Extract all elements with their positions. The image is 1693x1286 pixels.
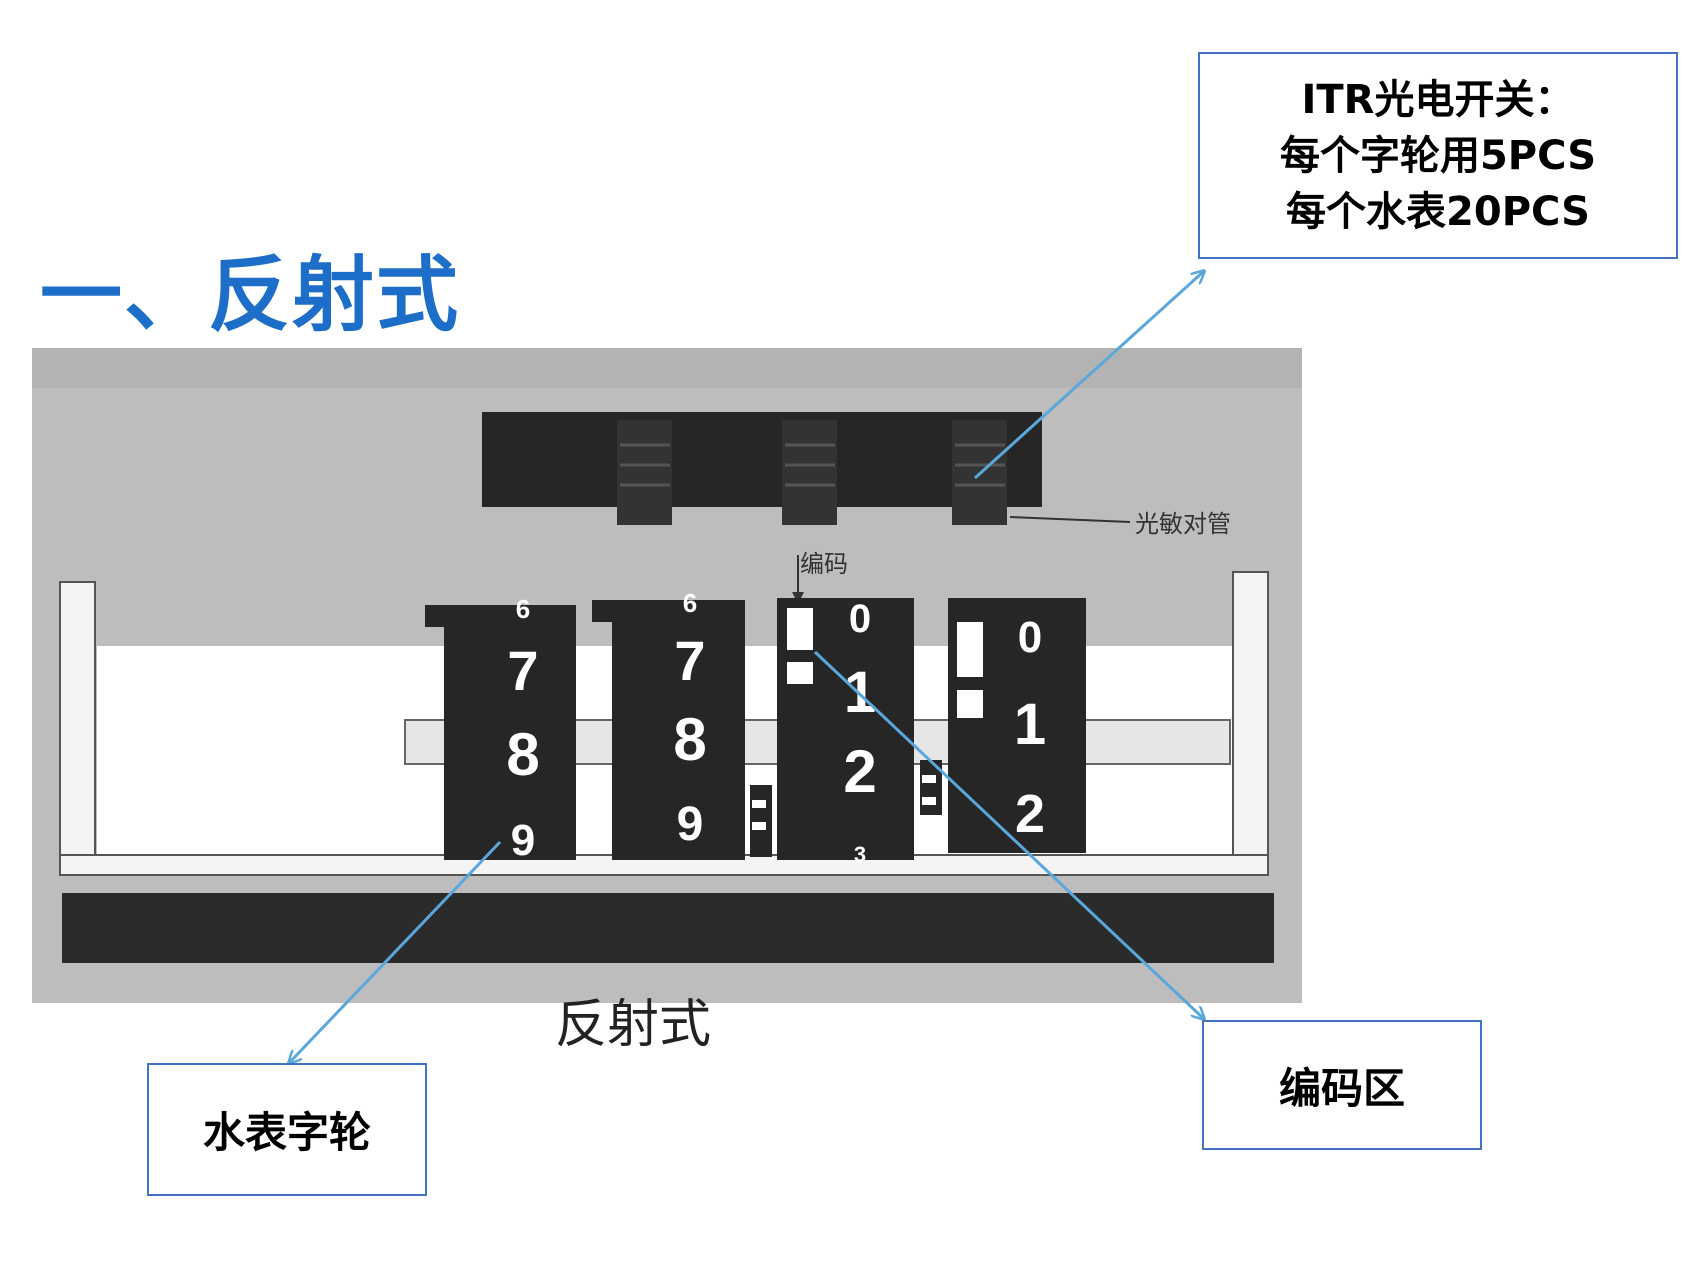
- tray-right-post: [1232, 571, 1269, 871]
- photosensor-label: 光敏对管: [1135, 510, 1231, 538]
- itr-callout-line-2: 每个字轮用5PCS: [1279, 132, 1597, 179]
- tray-left-post: [59, 581, 96, 871]
- wheel-1-digit-1: 6: [516, 594, 530, 624]
- code-mark-wheel4-b: [957, 690, 983, 718]
- photo-frame-top-band: [32, 348, 1302, 388]
- wheel-1-digit-4: 9: [511, 816, 535, 865]
- number-wheel-1-tab: [425, 605, 447, 627]
- photosensor-bar: [482, 412, 1042, 507]
- wheel-3-digit-4: 3: [854, 842, 866, 867]
- arrow-to-code-callout: [813, 650, 1203, 1018]
- number-wheel-callout: 水表字轮: [147, 1063, 427, 1196]
- wheel-2-digit-1: 6: [683, 588, 697, 618]
- wheel-4-digit-2: 1: [1014, 692, 1046, 757]
- wheel-digits: 678967890123012: [506, 588, 1046, 867]
- page-title: 一、反射式: [40, 248, 461, 343]
- photosensor-block-1: [617, 420, 672, 525]
- base-plate: [62, 893, 1274, 963]
- figure-caption: 反射式: [555, 995, 711, 1055]
- wheel-3-digit-3: 2: [843, 738, 876, 805]
- wheel-1-digit-2: 7: [507, 639, 538, 702]
- wheel-2-digit-3: 8: [673, 706, 706, 773]
- number-wheel-callout-label: 水表字轮: [202, 1108, 371, 1157]
- code-label: 编码: [800, 550, 848, 578]
- wheel-4-digit-1: 0: [1018, 613, 1042, 662]
- arrow-to-itr-callout: [973, 272, 1203, 480]
- code-mark-wheel3-a: [787, 608, 813, 650]
- wheel-4-digit-3: 2: [1015, 784, 1045, 844]
- code-mark-gap-3-4: [920, 760, 942, 815]
- itr-callout-line-1: ITR光电开关：: [1301, 76, 1575, 123]
- itr-switch-callout: ITR光电开关： 每个字轮用5PCS 每个水表20PCS: [1198, 52, 1678, 259]
- wheel-1-digit-3: 8: [506, 721, 539, 788]
- wheel-2-digit-2: 7: [674, 629, 705, 692]
- code-area-callout: 编码区: [1202, 1020, 1482, 1150]
- itr-callout-line-3: 每个水表20PCS: [1286, 188, 1590, 235]
- number-wheel-1: [444, 605, 576, 860]
- number-wheel-2-tab: [592, 600, 614, 622]
- code-mark-wheel3-b: [787, 662, 813, 684]
- code-mark-gap-2-3: [750, 785, 772, 857]
- wheel-2-digit-4: 9: [677, 798, 704, 851]
- number-wheel-2: [612, 600, 745, 860]
- arrow-to-wheel-callout: [290, 840, 502, 1062]
- wheel-3-digit-1: 0: [849, 597, 871, 641]
- code-area-callout-label: 编码区: [1278, 1063, 1405, 1113]
- photosensor-block-2: [782, 420, 837, 525]
- photosensor-pointer-line: [1009, 516, 1131, 523]
- code-mark-wheel4-a: [957, 622, 983, 677]
